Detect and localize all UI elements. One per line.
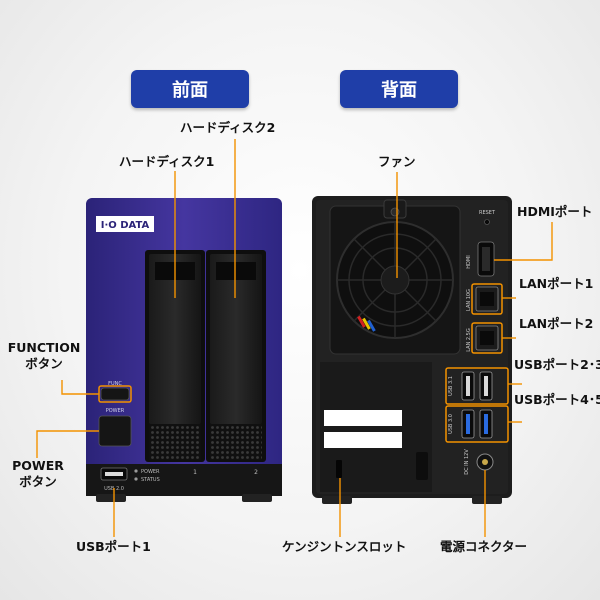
kensington-slot: [336, 460, 342, 478]
label-function: FUNCTION ボタン: [2, 340, 86, 372]
label-power-line1: POWER: [12, 458, 64, 473]
front-foot-left: [96, 494, 126, 502]
label-lan1: LANポート1: [519, 276, 594, 291]
label-hdd2: ハードディスク2: [180, 120, 276, 135]
label-sticker-1: [324, 410, 402, 426]
lan10g-printed: LAN 10G: [466, 289, 472, 311]
dc-printed: DC IN 12V: [464, 449, 470, 475]
hdmi-printed: HDMI: [466, 255, 472, 268]
back-header: 背面: [340, 70, 458, 108]
status-led: [134, 477, 138, 481]
label-power-line2: ボタン: [19, 474, 57, 489]
back-unit: RESET HDMI LAN 10G LAN 2.5G USB 3.1 USB …: [312, 196, 512, 504]
label-function-line1: FUNCTION: [7, 340, 81, 355]
label-fan: ファン: [378, 154, 416, 169]
bay2-printed: 2: [254, 469, 258, 476]
front-unit: I·O DATA FUNC POWER USB: [86, 198, 282, 502]
power-led: [134, 469, 138, 473]
front-foot-right: [242, 494, 272, 502]
label-power-connector: 電源コネクター: [440, 539, 528, 554]
highlight-lan1: [471, 283, 503, 315]
label-hdmi: HDMIポート: [517, 204, 593, 219]
label-function-line2: ボタン: [25, 356, 63, 371]
usb31-printed: USB 3.1: [448, 376, 454, 396]
drive-bay-2: [206, 250, 266, 462]
label-usb1: USBポート1: [76, 539, 151, 554]
highlight-usb45: [445, 405, 509, 443]
function-button: [100, 387, 130, 401]
brand-logo-plate: [96, 216, 154, 232]
reset-button: [484, 219, 490, 225]
label-sticker-2: [324, 432, 402, 448]
reset-printed: RESET: [479, 210, 496, 216]
label-usb23: USBポート2･3: [514, 357, 600, 372]
highlight-usb23: [445, 367, 509, 405]
lan25g-printed: LAN 2.5G: [466, 328, 472, 352]
power-printed: POWER: [106, 408, 125, 414]
drive-bay-1: [145, 250, 205, 462]
leader-lines: [36, 139, 553, 537]
label-usb45: USBポート4･5: [514, 392, 600, 407]
power-button: [98, 415, 132, 447]
led-power-printed: POWER: [141, 469, 160, 475]
front-header: 前面: [131, 70, 249, 108]
hook: [416, 452, 428, 480]
label-lan2: LANポート2: [519, 316, 594, 331]
led-status-printed: STATUS: [141, 477, 160, 483]
label-power: POWER ボタン: [2, 458, 74, 490]
usb30-printed: USB 3.0: [448, 414, 454, 434]
bay1-printed: 1: [193, 469, 197, 476]
label-kensington: ケンジントンスロット: [282, 539, 407, 554]
brand-logo: I·O DATA: [101, 220, 150, 231]
func-printed: FUNC: [108, 381, 122, 387]
label-hdd1: ハードディスク1: [119, 154, 215, 169]
